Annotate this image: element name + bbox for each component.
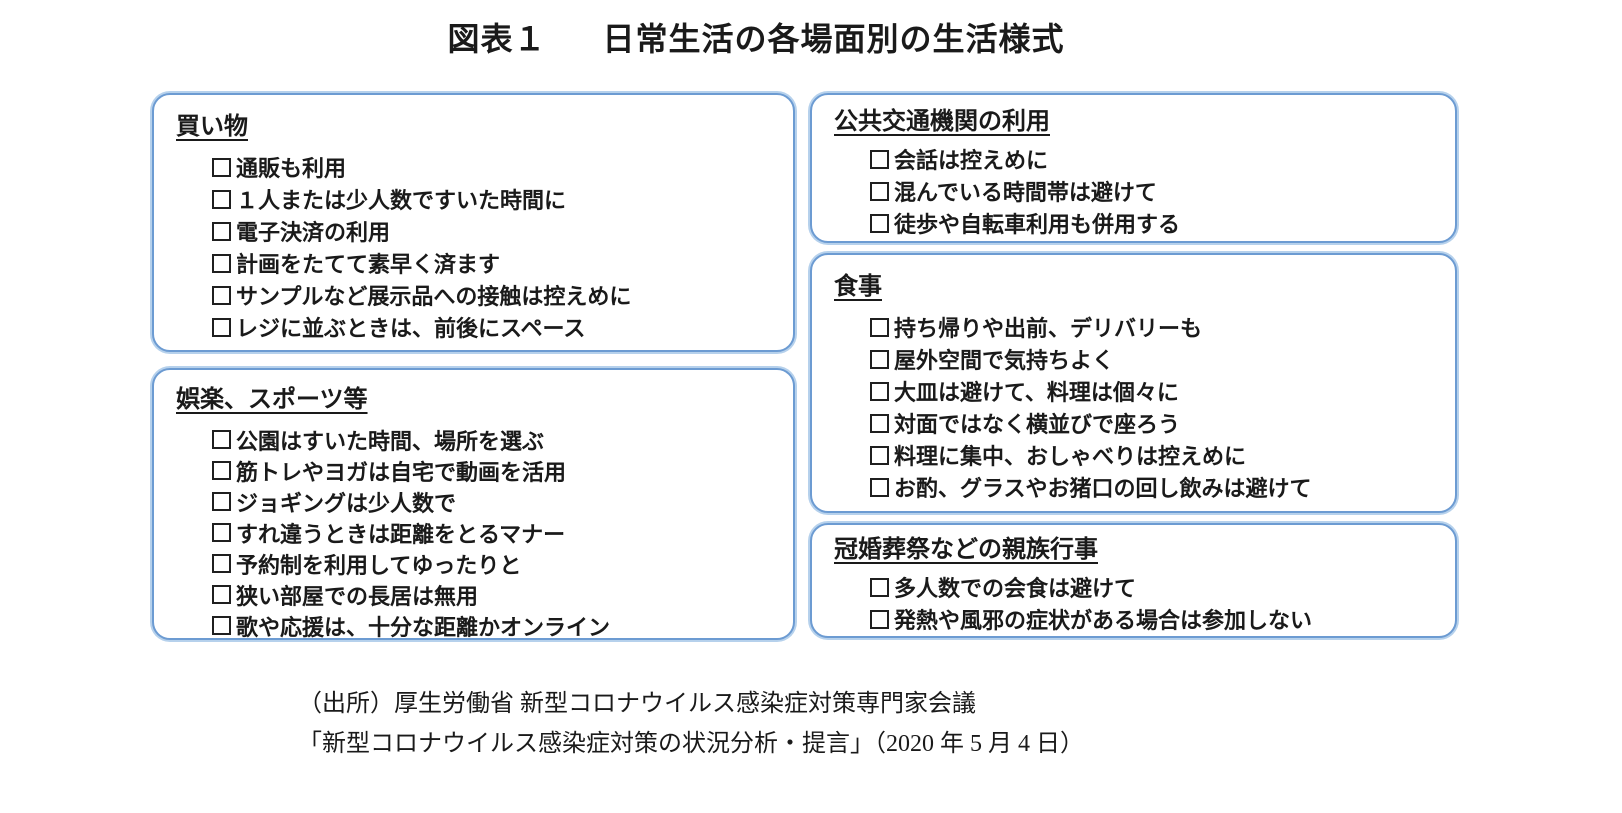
- checkbox-icon: [212, 461, 231, 480]
- checklist-item: 会話は控えめに: [870, 143, 1437, 175]
- figure-label: 図表１: [447, 21, 547, 57]
- checklist-item: 予約制を利用してゆったりと: [212, 548, 775, 579]
- box-transport: 公共交通機関の利用 会話は控えめに 混んでいる時間帯は避けて 徒歩や自転車利用も…: [810, 93, 1457, 243]
- box-entertainment: 娯楽、スポーツ等 公園はすいた時間、場所を選ぶ 筋トレやヨガは自宅で動画を活用 …: [152, 368, 795, 640]
- checkbox-icon: [870, 413, 889, 433]
- checklist-item: 計画をたてて素早く済ます: [212, 247, 775, 279]
- checklist-item-label: 料理に集中、おしゃべりは控えめに: [894, 444, 1247, 469]
- checkbox-icon: [212, 285, 231, 305]
- checkbox-icon: [212, 554, 231, 573]
- checkbox-icon: [870, 213, 889, 233]
- checklist-item-label: 持ち帰りや出前、デリバリーも: [894, 316, 1203, 341]
- checklist-item-label: レジに並ぶときは、前後にスペース: [236, 316, 586, 341]
- checklist-item: 大皿は避けて、料理は個々に: [870, 375, 1437, 407]
- checklist-item-label: 公園はすいた時間、場所を選ぶ: [236, 428, 545, 454]
- checklist-item: 電子決済の利用: [212, 215, 775, 247]
- checklist-item-label: ジョギングは少人数で: [236, 490, 457, 516]
- box-meals-items: 持ち帰りや出前、デリバリーも 屋外空間で気持ちよく 大皿は避けて、料理は個々に …: [870, 311, 1437, 503]
- checklist-item: 多人数での会食は避けて: [870, 571, 1437, 603]
- checkbox-icon: [212, 523, 231, 542]
- checklist-item: 徒歩や自転車利用も併用する: [870, 207, 1437, 239]
- box-shopping-items: 通販も利用 １人または少人数ですいた時間に 電子決済の利用 計画をたてて素早く済…: [212, 151, 775, 343]
- checklist-item: 対面ではなく横並びで座ろう: [870, 407, 1437, 439]
- checklist-item-label: すれ違うときは距離をとるマナー: [236, 521, 566, 547]
- checklist-item: 筋トレやヨガは自宅で動画を活用: [212, 455, 775, 486]
- checklist-item-label: 多人数での会食は避けて: [894, 576, 1137, 601]
- checklist-item: 通販も利用: [212, 151, 775, 183]
- source-line-2: 「新型コロナウイルス感染症対策の状況分析・提言」（2020 年 5 月 4 日）: [298, 731, 1084, 757]
- checkbox-icon: [870, 349, 889, 369]
- checkbox-icon: [870, 317, 889, 337]
- box-meals: 食事 持ち帰りや出前、デリバリーも 屋外空間で気持ちよく 大皿は避けて、料理は個…: [810, 253, 1457, 513]
- checklist-item-label: 計画をたてて素早く済ます: [236, 252, 501, 277]
- checklist-item-label: 徒歩や自転車利用も併用する: [894, 212, 1181, 237]
- checklist-item-label: 通販も利用: [236, 156, 347, 181]
- checklist-item: 持ち帰りや出前、デリバリーも: [870, 311, 1437, 343]
- checklist-item: 料理に集中、おしゃべりは控えめに: [870, 439, 1437, 471]
- box-shopping: 買い物 通販も利用 １人または少人数ですいた時間に 電子決済の利用 計画をたてて…: [152, 93, 795, 352]
- checkbox-icon: [870, 149, 889, 169]
- checklist-item-label: 予約制を利用してゆったりと: [236, 552, 522, 578]
- checkbox-icon: [212, 189, 231, 209]
- checklist-item: レジに並ぶときは、前後にスペース: [212, 311, 775, 343]
- checklist-item-label: 屋外空間で気持ちよく: [894, 348, 1115, 373]
- checkbox-icon: [212, 317, 231, 337]
- checkbox-icon: [212, 221, 231, 241]
- checklist-item-label: 大皿は避けて、料理は個々に: [894, 380, 1179, 405]
- box-family-events-header: 冠婚葬祭などの親族行事: [834, 536, 1098, 563]
- checklist-item: お酌、グラスやお猪口の回し飲みは避けて: [870, 471, 1437, 503]
- checklist-item-label: 狭い部屋での長居は無用: [236, 583, 479, 609]
- checklist-item-label: 電子決済の利用: [236, 220, 391, 245]
- checkbox-icon: [212, 253, 231, 273]
- checkbox-icon: [870, 381, 889, 401]
- checkbox-icon: [870, 181, 889, 201]
- checklist-item-label: 混んでいる時間帯は避けて: [894, 180, 1157, 205]
- checklist-item: １人または少人数ですいた時間に: [212, 183, 775, 215]
- checklist-item: 発熱や風邪の症状がある場合は参加しない: [870, 603, 1437, 635]
- source-attribution: （出所）厚生労働省 新型コロナウイルス感染症対策専門家会議 「新型コロナウイルス…: [298, 684, 1084, 764]
- checklist-item: すれ違うときは距離をとるマナー: [212, 517, 775, 548]
- box-shopping-header: 買い物: [176, 113, 248, 140]
- checkbox-icon: [870, 477, 889, 497]
- box-entertainment-header: 娯楽、スポーツ等: [176, 386, 368, 413]
- checkbox-icon: [870, 577, 889, 597]
- checkbox-icon: [870, 445, 889, 465]
- checklist-item-label: 歌や応援は、十分な距離かオンライン: [236, 614, 611, 640]
- checkbox-icon: [212, 616, 231, 635]
- box-family-events-items: 多人数での会食は避けて 発熱や風邪の症状がある場合は参加しない: [870, 571, 1437, 635]
- box-transport-items: 会話は控えめに 混んでいる時間帯は避けて 徒歩や自転車利用も併用する: [870, 143, 1437, 239]
- checklist-item: ジョギングは少人数で: [212, 486, 775, 517]
- figure-title-text: 日常生活の各場面別の生活様式: [602, 21, 1065, 57]
- checklist-item-label: 対面ではなく横並びで座ろう: [894, 412, 1181, 437]
- checkbox-icon: [870, 609, 889, 629]
- checklist-item: サンプルなど展示品への接触は控えめに: [212, 279, 775, 311]
- checkbox-icon: [212, 430, 231, 449]
- box-transport-header: 公共交通機関の利用: [834, 108, 1050, 135]
- checklist-item: 狭い部屋での長居は無用: [212, 579, 775, 610]
- checkbox-icon: [212, 585, 231, 604]
- checklist-item-label: サンプルなど展示品への接触は控えめに: [236, 284, 632, 309]
- source-line-1: （出所）厚生労働省 新型コロナウイルス感染症対策専門家会議: [298, 691, 976, 717]
- checklist-item: 混んでいる時間帯は避けて: [870, 175, 1437, 207]
- box-meals-header: 食事: [834, 273, 882, 300]
- checklist-item-label: 会話は控えめに: [894, 148, 1049, 173]
- box-entertainment-items: 公園はすいた時間、場所を選ぶ 筋トレやヨガは自宅で動画を活用 ジョギングは少人数…: [212, 424, 775, 641]
- checkbox-icon: [212, 492, 231, 511]
- checklist-item: 公園はすいた時間、場所を選ぶ: [212, 424, 775, 455]
- checklist-item-label: お酌、グラスやお猪口の回し飲みは避けて: [894, 476, 1312, 501]
- checkbox-icon: [212, 157, 231, 177]
- page-title: 図表１ 日常生活の各場面別の生活様式: [0, 14, 1567, 60]
- box-family-events: 冠婚葬祭などの親族行事 多人数での会食は避けて 発熱や風邪の症状がある場合は参加…: [810, 523, 1457, 638]
- checklist-item: 歌や応援は、十分な距離かオンライン: [212, 610, 775, 641]
- checklist-item-label: 筋トレやヨガは自宅で動画を活用: [236, 459, 567, 485]
- checklist-item-label: １人または少人数ですいた時間に: [236, 188, 567, 213]
- checklist-item: 屋外空間で気持ちよく: [870, 343, 1437, 375]
- checklist-item-label: 発熱や風邪の症状がある場合は参加しない: [894, 608, 1313, 633]
